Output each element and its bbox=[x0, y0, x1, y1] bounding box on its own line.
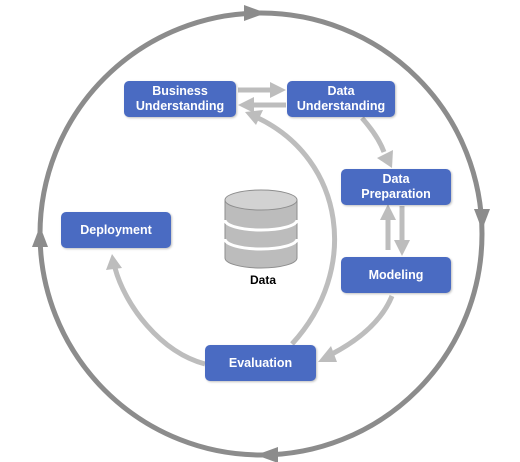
arrow-modeling-to-preparation-head bbox=[380, 204, 396, 220]
node-data-understanding-line1: Data bbox=[327, 84, 355, 98]
node-data-preparation-line1: Data bbox=[382, 172, 410, 186]
node-deployment-label: Deployment bbox=[80, 222, 152, 237]
database-label: Data bbox=[249, 273, 276, 287]
cycle-arrowhead-bottom bbox=[256, 447, 278, 462]
node-modeling-label: Modeling bbox=[368, 267, 424, 282]
node-data-preparation[interactable]: Data Preparation bbox=[341, 169, 451, 205]
node-data-understanding-line2: Understanding bbox=[296, 99, 386, 113]
arrow-business-to-data-head bbox=[270, 82, 286, 98]
cycle-arrowhead-left bbox=[32, 226, 48, 247]
arrow-evaluation-to-business-head bbox=[245, 110, 263, 125]
cycle-arrowhead-top bbox=[244, 5, 266, 21]
arrow-understanding-to-preparation-shaft bbox=[360, 116, 387, 153]
arrow-evaluation-to-deployment-head bbox=[106, 254, 122, 270]
cycle-arrowhead-right bbox=[474, 209, 490, 230]
node-data-understanding[interactable]: Data Understanding bbox=[287, 81, 395, 117]
node-business-understanding[interactable]: Business Understanding bbox=[124, 81, 236, 117]
node-business-understanding-line1: Business bbox=[152, 84, 208, 98]
arrow-modeling-to-evaluation-shaft bbox=[330, 295, 395, 357]
arrow-preparation-to-modeling-head bbox=[394, 240, 410, 256]
arrow-data-to-business-head bbox=[238, 97, 254, 113]
arrow-evaluation-to-business-shaft bbox=[256, 115, 337, 346]
node-evaluation-label: Evaluation bbox=[228, 355, 293, 370]
arrow-understanding-to-preparation-head bbox=[377, 150, 393, 168]
database-icon bbox=[223, 189, 299, 269]
node-deployment[interactable]: Deployment bbox=[61, 212, 171, 248]
arrow-evaluation-to-deployment-shaft bbox=[112, 267, 206, 367]
node-modeling[interactable]: Modeling bbox=[341, 257, 451, 293]
node-data-preparation-line2: Preparation bbox=[361, 187, 431, 201]
node-evaluation[interactable]: Evaluation bbox=[205, 345, 316, 381]
arrow-modeling-to-evaluation-head bbox=[318, 346, 337, 362]
node-business-understanding-line2: Understanding bbox=[135, 99, 225, 113]
